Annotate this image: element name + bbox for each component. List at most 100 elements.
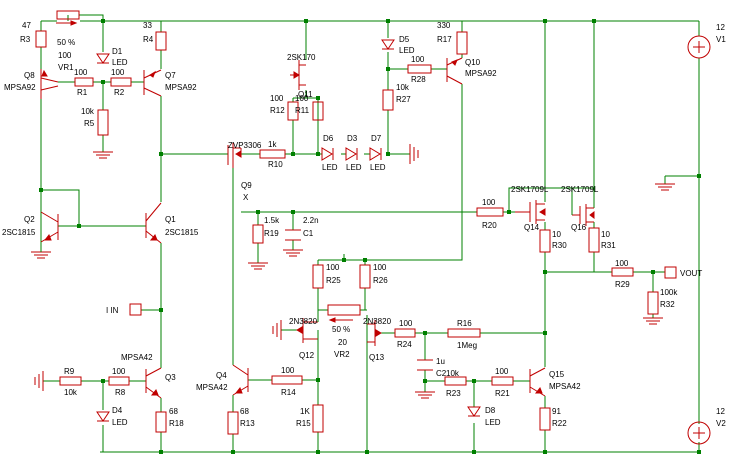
v1-source xyxy=(687,35,711,59)
vout-label: VOUT xyxy=(680,269,702,278)
q16-type: 2SK1709L xyxy=(561,185,599,194)
r22-value: 91 xyxy=(552,407,561,416)
r24-value: 100 xyxy=(399,319,413,328)
q1-type: 2SC1815 xyxy=(165,228,199,237)
q12-type: 2N3820 xyxy=(289,317,318,326)
ground-symbol xyxy=(272,320,282,340)
q7-type: MPSA92 xyxy=(165,83,197,92)
ground-symbol xyxy=(643,317,663,325)
r29-resistor xyxy=(611,267,634,277)
r2-resistor xyxy=(110,77,132,87)
r16-value: 1Meg xyxy=(457,341,477,350)
r3-value: 47 xyxy=(22,21,31,30)
r2-ref: R2 xyxy=(114,88,125,97)
ground-symbol xyxy=(415,391,435,399)
r5-value: 10k xyxy=(81,107,95,116)
r30-resistor xyxy=(539,229,551,253)
c1-value: 2.2n xyxy=(303,216,319,225)
d7-ref: D7 xyxy=(371,134,382,143)
q12-ref: Q12 xyxy=(299,351,315,360)
q9-mosfet xyxy=(227,143,242,168)
d1-led xyxy=(96,53,110,64)
r27-value: 10k xyxy=(396,83,410,92)
r17-ref: R17 xyxy=(437,35,452,44)
d5-led xyxy=(381,39,395,50)
q16-mosfet xyxy=(571,188,595,226)
r4-value: 33 xyxy=(143,21,152,30)
r11-ref: R11 xyxy=(295,106,310,115)
vr2-percent: 50 % xyxy=(332,325,350,334)
r30-ref: R30 xyxy=(552,241,567,250)
r29-value: 100 xyxy=(615,259,629,268)
r32-resistor xyxy=(647,291,659,315)
q14-type: 2SK1709L xyxy=(511,185,549,194)
vr1-percent: 50 % xyxy=(57,38,75,47)
d1-ref: D1 xyxy=(112,47,123,56)
q10-ref: Q10 xyxy=(465,58,481,67)
r27-ref: R27 xyxy=(396,95,411,104)
r31-resistor xyxy=(588,227,600,253)
r9-resistor xyxy=(59,376,82,386)
r14-ref: R14 xyxy=(281,388,296,397)
r22-resistor xyxy=(539,407,551,431)
d5-type: LED xyxy=(399,46,415,55)
d7-type: LED xyxy=(370,163,386,172)
q7-transistor xyxy=(143,69,162,97)
vr2-pot xyxy=(327,304,361,323)
r24-ref: R24 xyxy=(397,340,412,349)
v2-value: 12 xyxy=(716,407,725,416)
ground-symbol xyxy=(409,144,419,164)
q13-type: 2N3820 xyxy=(363,317,392,326)
r11-resistor xyxy=(312,101,324,121)
r19-resistor xyxy=(252,224,264,244)
d3-type: LED xyxy=(346,163,362,172)
r8-value: 100 xyxy=(112,367,126,376)
r1-value: 100 xyxy=(74,68,88,77)
q9-type: ZVP3306 xyxy=(228,141,262,150)
r20-resistor xyxy=(476,207,504,217)
q10-type: MPSA92 xyxy=(465,69,497,78)
r27-resistor xyxy=(382,89,394,111)
v1-value: 12 xyxy=(716,23,725,32)
junctions xyxy=(39,19,701,454)
c1-capacitor xyxy=(285,229,301,241)
q3-transistor xyxy=(145,367,162,399)
c2-value: 1u xyxy=(436,357,445,366)
r5-resistor xyxy=(97,109,109,136)
r3-resistor xyxy=(35,30,47,48)
r20-ref: R20 xyxy=(482,221,497,230)
r12-value: 100 xyxy=(270,94,284,103)
r30-value: 10 xyxy=(552,230,561,239)
r29-ref: R29 xyxy=(615,280,630,289)
r31-ref: R31 xyxy=(601,241,616,250)
r1-resistor xyxy=(74,77,94,87)
r28-resistor xyxy=(407,64,432,74)
vr1-pot xyxy=(56,10,80,26)
ground-symbol xyxy=(655,183,675,191)
q4-type: MPSA42 xyxy=(196,383,228,392)
d8-type: LED xyxy=(485,418,501,427)
vr1-ref: VR1 xyxy=(58,63,74,72)
r19-value: 1.5k xyxy=(264,216,280,225)
d4-led xyxy=(96,411,110,422)
vr2-ref: VR2 xyxy=(334,350,350,359)
r4-resistor xyxy=(155,31,167,51)
r8-ref: R8 xyxy=(115,388,126,397)
r18-value: 68 xyxy=(169,407,178,416)
r11-value: 100 xyxy=(295,94,309,103)
r14-resistor xyxy=(271,375,303,385)
r16-ref: R16 xyxy=(457,319,472,328)
q16-ref: Q16 xyxy=(571,223,587,232)
q9-ref: Q9 xyxy=(241,181,252,190)
r18-ref: R18 xyxy=(169,419,184,428)
r19-ref: R19 xyxy=(264,229,279,238)
iin-terminal xyxy=(129,303,142,316)
q4-ref: Q4 xyxy=(216,371,227,380)
q1-transistor xyxy=(145,202,162,244)
v2-ref: V2 xyxy=(716,419,726,428)
r16-resistor xyxy=(447,328,481,338)
vr1-value: 100 xyxy=(58,51,72,60)
c2-capacitor xyxy=(417,359,433,371)
q13-jfet xyxy=(367,320,382,346)
